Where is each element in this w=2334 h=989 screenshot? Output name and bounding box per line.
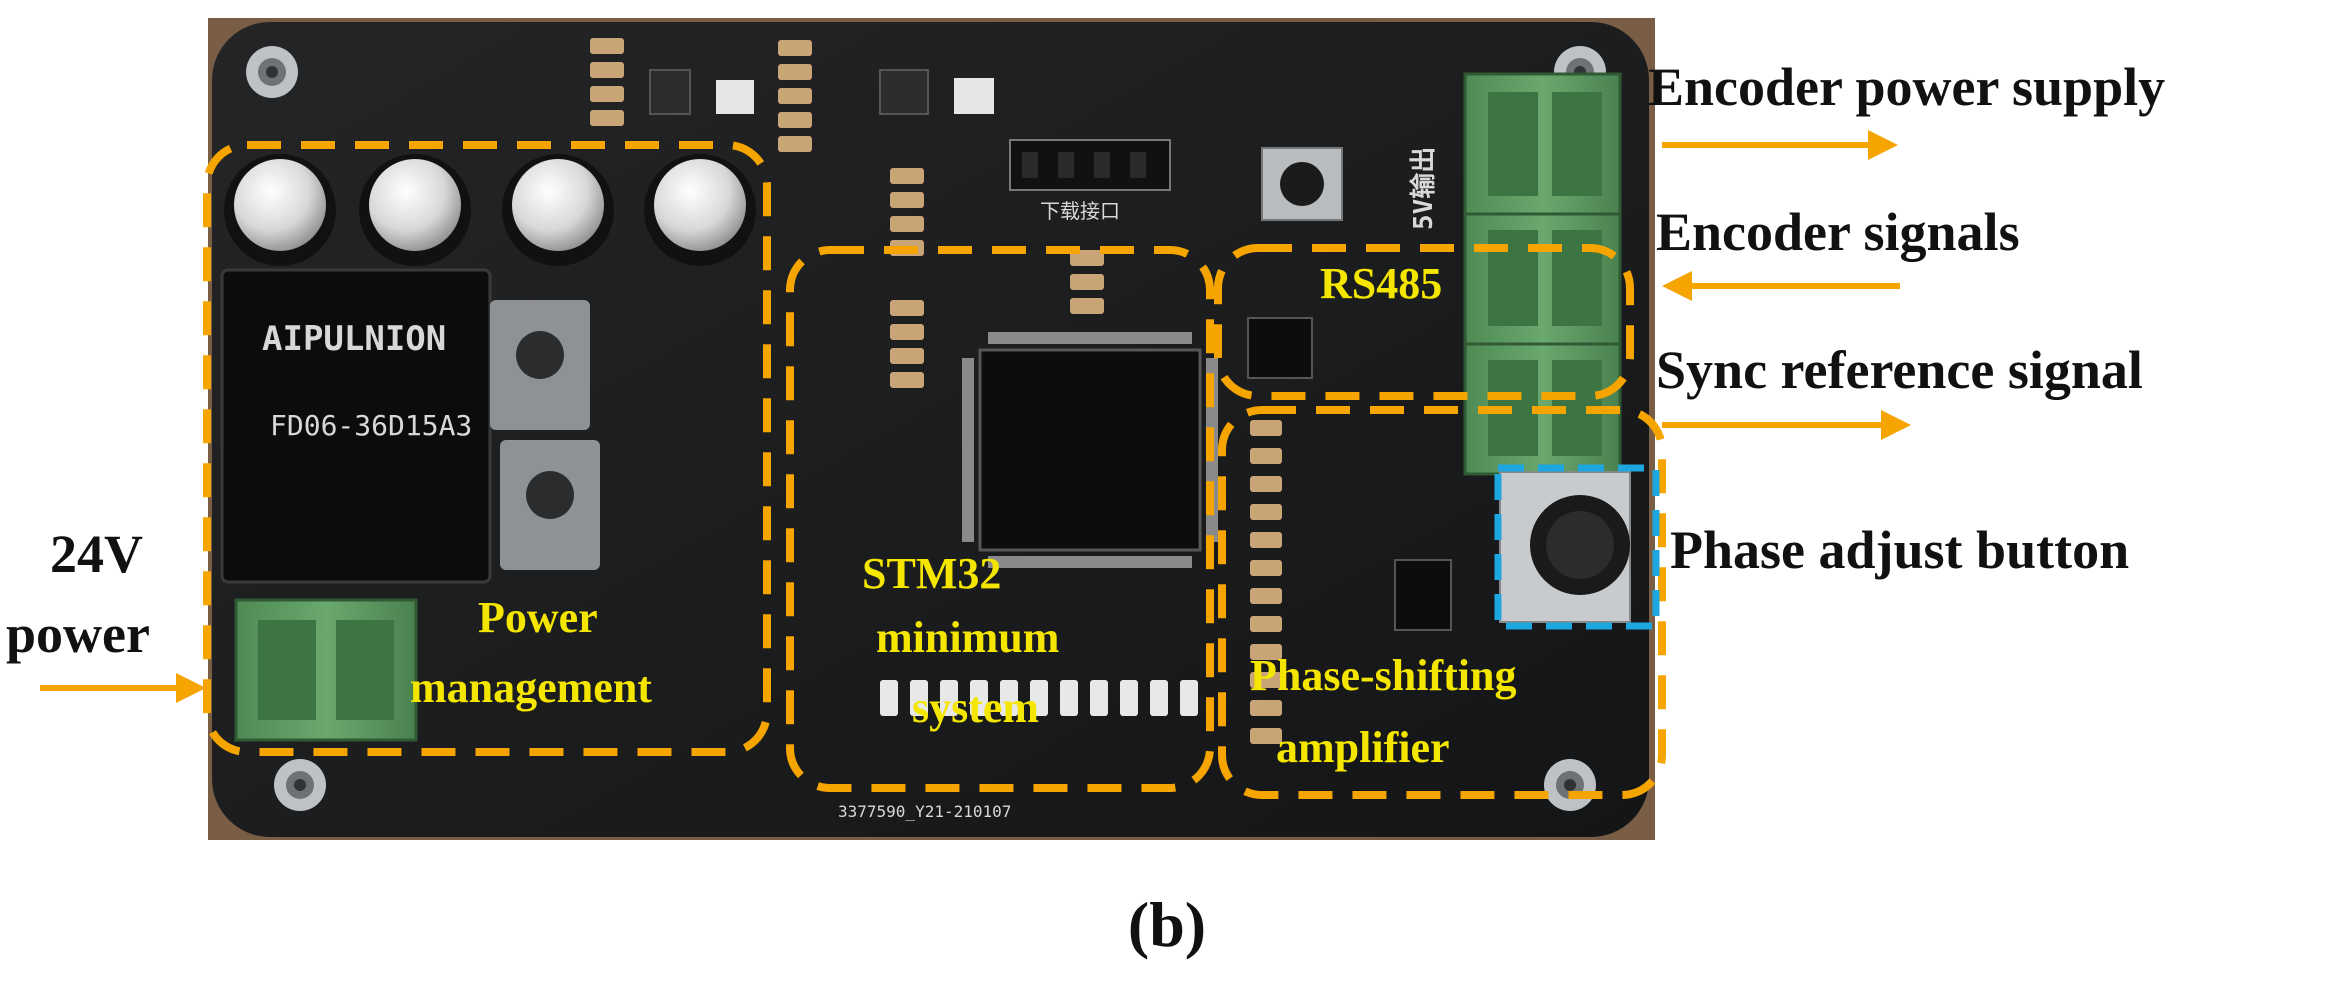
board-serial: 3377590_Y21-210107: [838, 802, 1011, 821]
programming-header: 下载接口: [1009, 139, 1171, 223]
phase-amp-label-line1: Phase-shifting: [1250, 651, 1516, 700]
power-transistors: [490, 300, 600, 570]
power-in-label-line2: power: [6, 604, 150, 664]
module-brand: AIPULNION: [262, 319, 446, 359]
encoder-power-label: Encoder power supply: [1648, 57, 2165, 117]
stm32-label-line1: STM32: [862, 549, 1001, 598]
amplifier-components: [1250, 420, 1282, 744]
phase-adjust-label: Phase adjust button: [1670, 520, 2129, 580]
phase-adjust-potentiometer: [1499, 471, 1631, 623]
power-in-label-line1: 24V: [50, 524, 143, 584]
rs485-box: [1214, 244, 1634, 400]
electrolytic-capacitors: [224, 154, 756, 266]
stm32-label-line3: system: [912, 683, 1039, 732]
power-management-box: [203, 141, 771, 756]
phase-amp-box: [1218, 406, 1666, 799]
figure-caption: (b): [1128, 889, 1206, 960]
voltage-regulators: [649, 69, 994, 115]
output-silkscreen: 5V输出: [1408, 147, 1439, 230]
rs485-chip: [1247, 317, 1313, 379]
output-terminal-blocks: [1463, 72, 1622, 476]
reset-switch: [1261, 147, 1343, 221]
stm32-box: [786, 246, 1214, 792]
phase-amp-label-line2: amplifier: [1276, 723, 1450, 772]
sync-reference-label: Sync reference signal: [1656, 340, 2143, 400]
power-management-label-line1: Power: [478, 593, 598, 642]
stm32-chip: [962, 332, 1218, 568]
annotation-boxes: [203, 141, 1666, 799]
download-port-label: 下载接口: [1040, 199, 1120, 223]
module-part-number: FD06-36D15A3: [270, 409, 472, 442]
rs485-label: RS485: [1320, 259, 1442, 308]
power-input-terminal: [234, 598, 418, 742]
signal-arrows: [40, 130, 1911, 703]
stm32-label-line2: minimum: [876, 613, 1059, 662]
encoder-signals-label: Encoder signals: [1656, 202, 2020, 262]
opamp-chip: [1394, 559, 1452, 631]
dcdc-module: AIPULNION FD06-36D15A3: [220, 268, 492, 584]
power-management-label-line2: management: [410, 663, 652, 712]
bottom-resistor-row: [880, 680, 1198, 716]
